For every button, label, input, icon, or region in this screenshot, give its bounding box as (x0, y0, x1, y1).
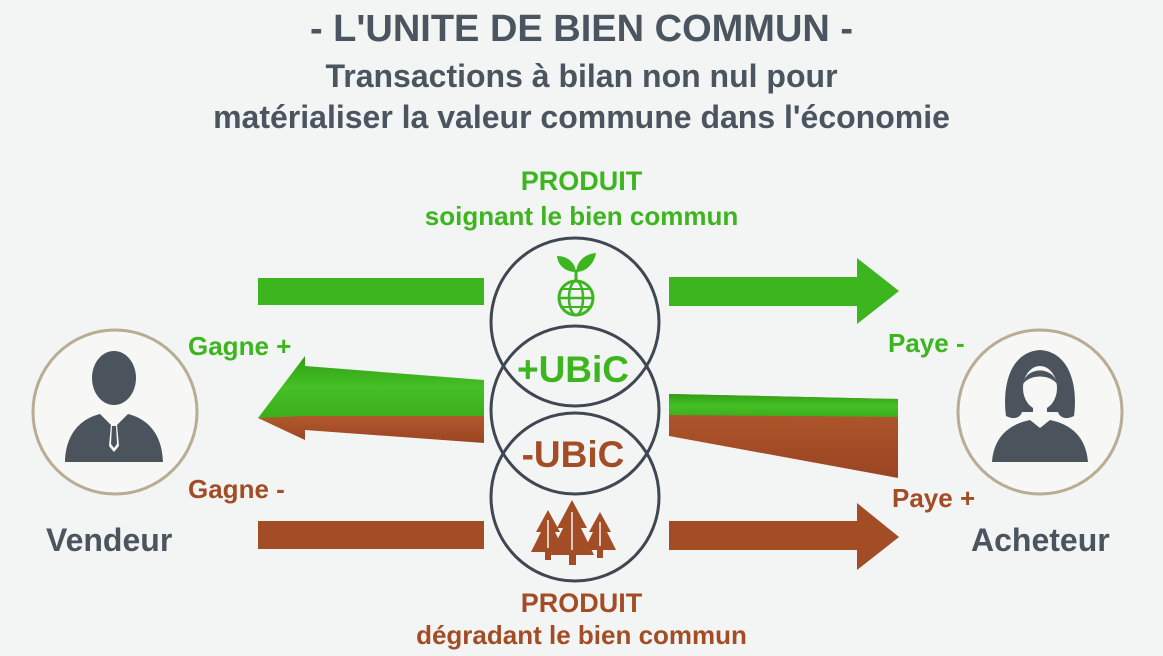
ubic-rings (489, 236, 661, 583)
bad-product-subtitle: dégradant le bien commun (416, 620, 747, 650)
bad-product-title: PRODUIT (520, 588, 643, 618)
bad-product-ring (489, 411, 661, 583)
ubic-minus-label: -UBiC (521, 434, 625, 475)
subtitle-line-1: Transactions à bilan non nul pour (325, 58, 838, 94)
green-bar-left (258, 278, 484, 305)
seller-gain-arrow (258, 356, 484, 443)
pine-trees-icon (531, 500, 616, 565)
good-product-subtitle: soignant le bien commun (424, 201, 739, 231)
good-product-title: PRODUIT (520, 166, 643, 196)
businessman-avatar-icon (31, 328, 199, 496)
seller-gain-minus: Gagne - (188, 474, 285, 504)
buyer-pay-minus: Paye - (888, 328, 965, 358)
seller-label: Vendeur (46, 522, 173, 558)
buyer-pay-wedge (669, 394, 898, 478)
green-arrow-right (669, 258, 899, 324)
page-title: - L'UNITE DE BIEN COMMUN - (309, 8, 854, 50)
subtitle-line-2: matérialiser la valeur commune dans l'éc… (213, 99, 950, 135)
seller-gain-plus: Gagne + (188, 331, 292, 361)
ubic-center-ring (489, 324, 661, 496)
sprouting-globe-icon (557, 253, 596, 317)
ubic-plus-label: +UBiC (516, 349, 630, 390)
brown-arrow-right (669, 503, 899, 570)
buyer-pay-plus: Paye + (892, 483, 976, 513)
buyer-label: Acheteur (971, 522, 1110, 558)
good-product-ring (489, 236, 661, 408)
brown-bar-left (258, 521, 484, 549)
woman-avatar-icon (956, 328, 1124, 496)
